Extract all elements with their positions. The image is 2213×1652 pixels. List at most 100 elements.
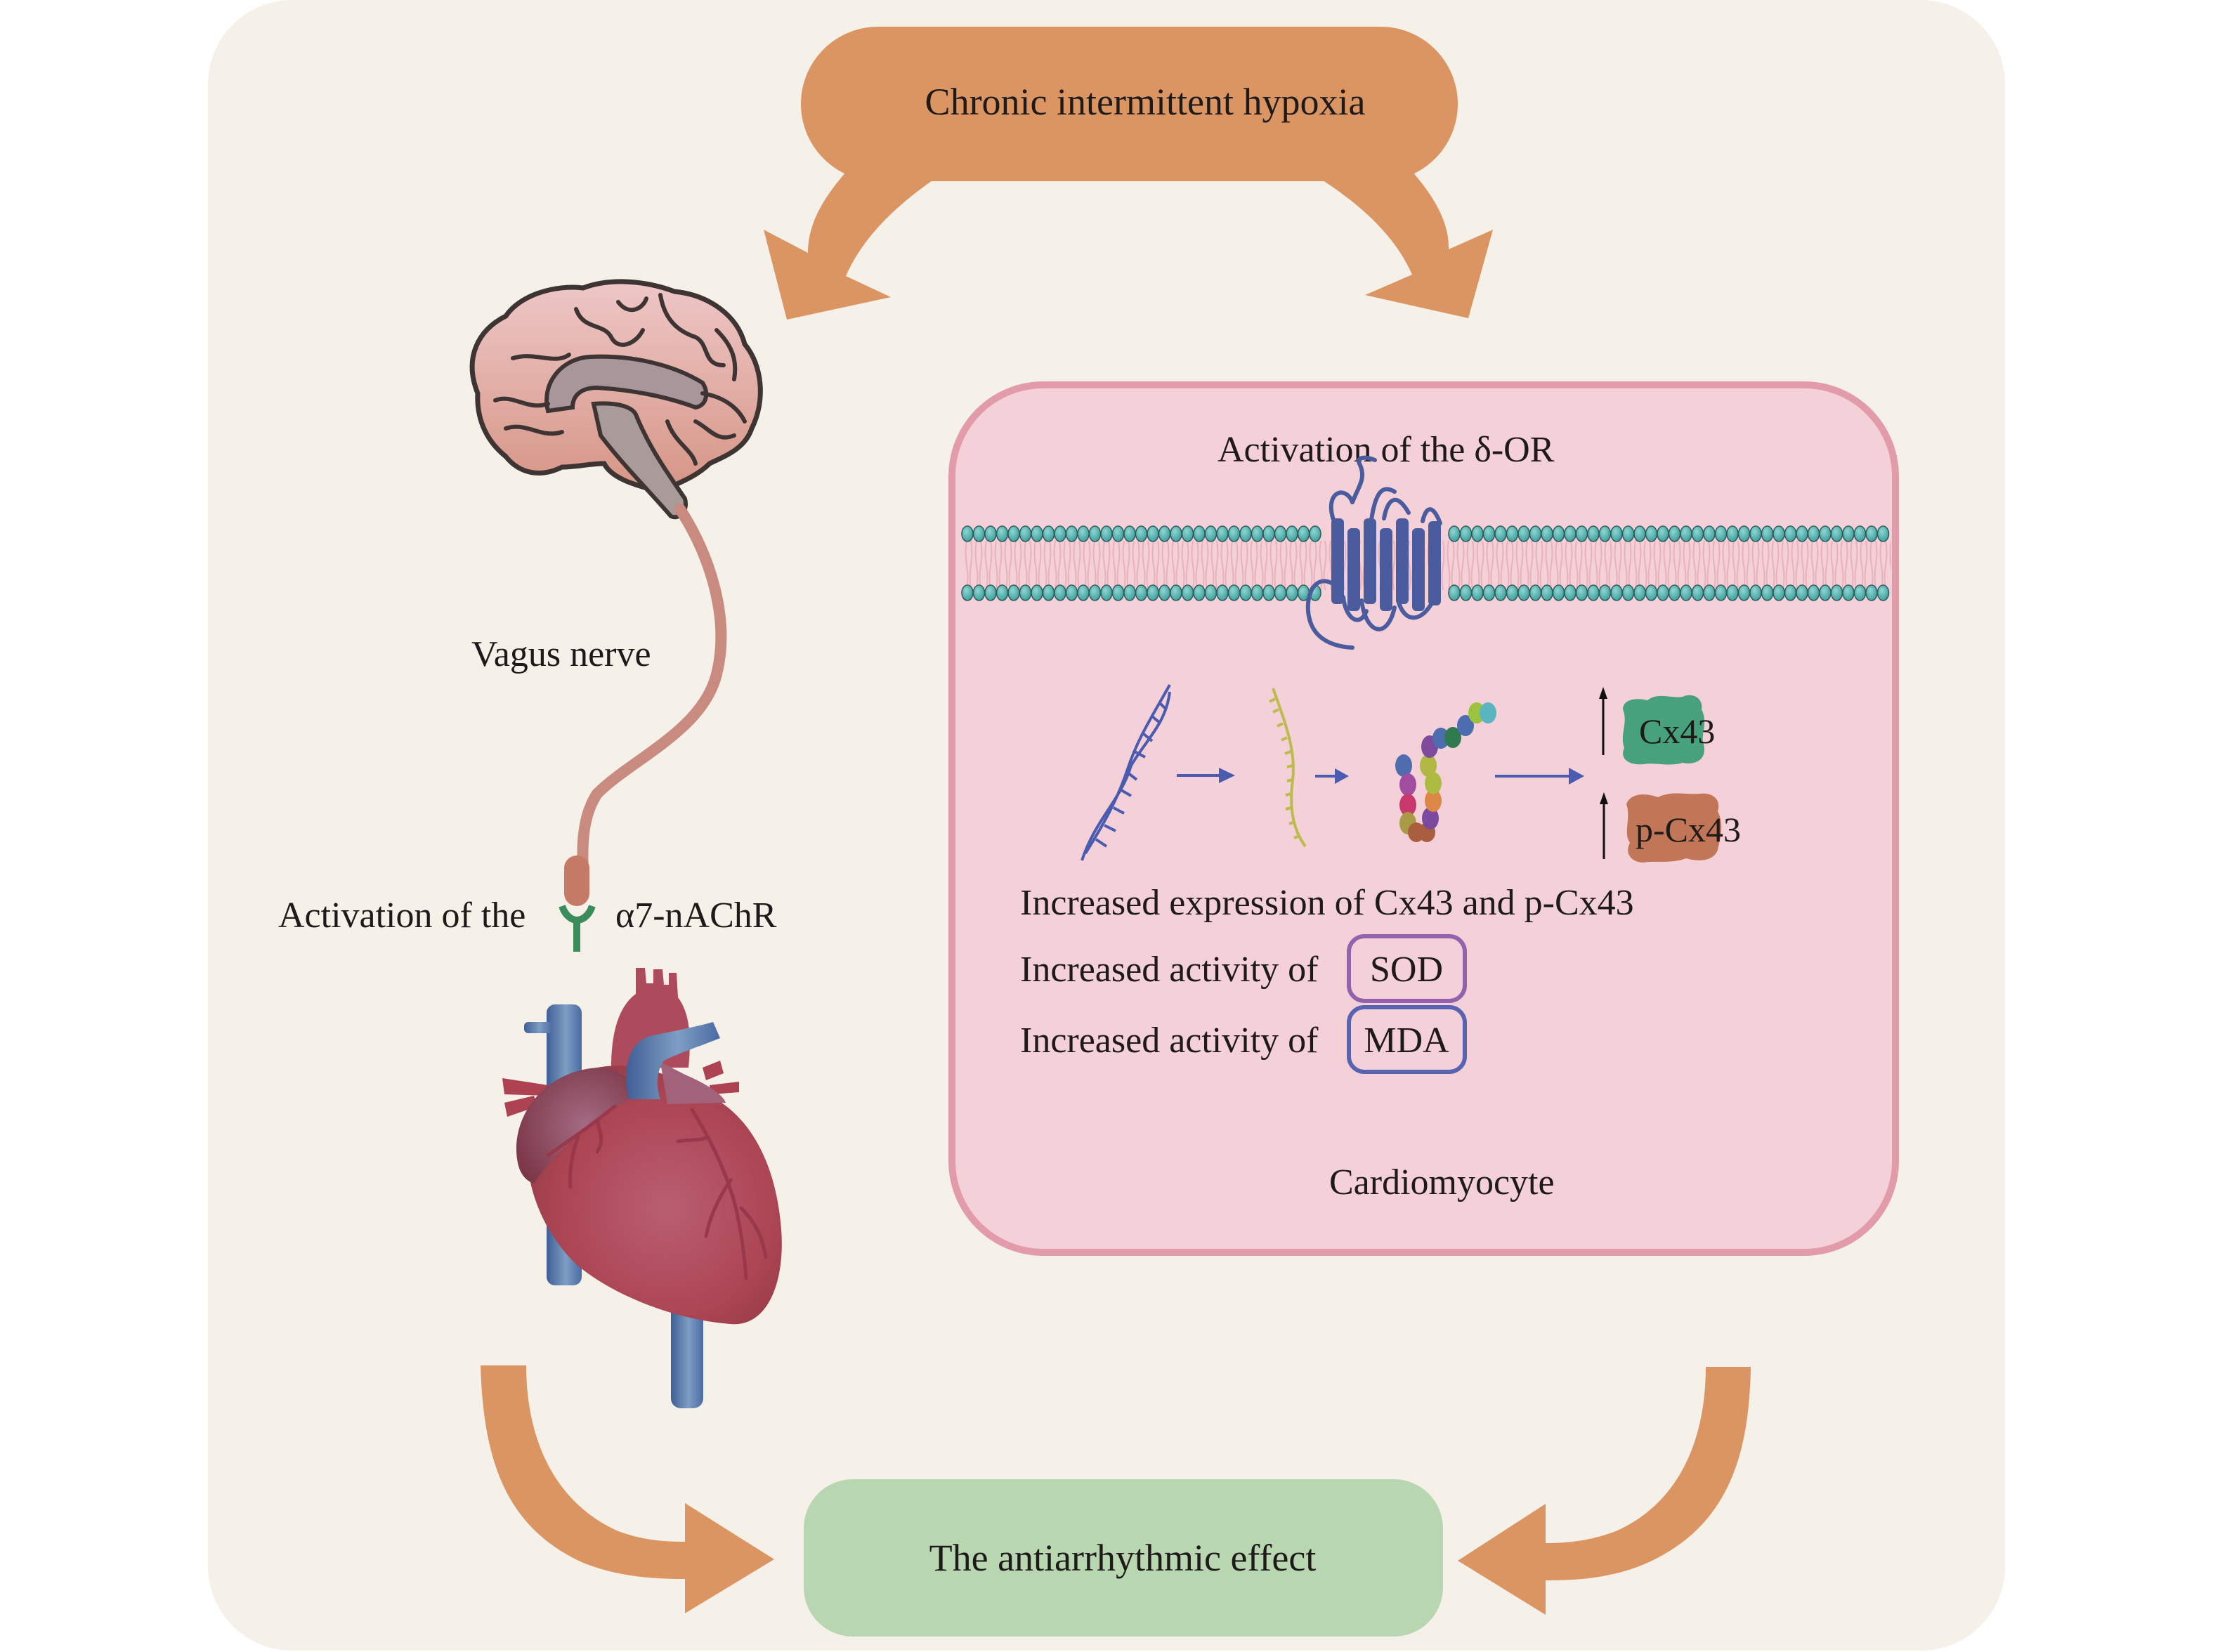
lipid-head	[1459, 525, 1473, 542]
mda-chip	[1347, 1005, 1467, 1074]
lipid-head	[1147, 525, 1159, 542]
heart-right-atrium	[516, 1068, 631, 1184]
up-arrow-pcx43-icon	[1600, 792, 1608, 859]
membrane-heads-inner	[961, 584, 1890, 601]
effects-list: Increased expression of Cx43 and p-Cx43 …	[1020, 883, 1634, 1074]
sod-chip	[1347, 934, 1467, 1003]
lipid-head	[1680, 525, 1692, 542]
lipid-head	[1633, 525, 1646, 542]
brain-gyri	[493, 293, 747, 466]
top-node-box	[801, 27, 1458, 181]
lipid-head	[1054, 584, 1066, 601]
cell-membrane	[961, 525, 1891, 601]
lipid-head	[1239, 525, 1252, 542]
lipid-head	[1598, 525, 1612, 542]
alpha7-receptor-row: Activation of the α7-nAChR	[278, 855, 777, 952]
effect-item-sod-label: Increased activity of	[1020, 950, 1319, 990]
lipid-head	[1807, 525, 1820, 542]
receptor-prefix-label: Activation of the	[278, 896, 525, 936]
lipid-head	[1714, 584, 1728, 601]
lipid-head	[1077, 584, 1090, 601]
up-arrow-cx43-icon	[1599, 687, 1607, 755]
lipid-head	[1181, 525, 1194, 542]
pcx43-label: p-Cx43	[1636, 810, 1741, 849]
lipid-head	[1865, 525, 1878, 542]
lipid-head	[1100, 584, 1113, 601]
lipid-head	[1448, 584, 1461, 601]
lipid-head	[984, 525, 997, 542]
lipid-head	[1448, 525, 1461, 542]
lipid-head	[1297, 525, 1310, 542]
lipid-head	[1876, 584, 1890, 601]
lipid-head	[1031, 525, 1043, 542]
lipid-head	[1204, 525, 1218, 542]
lipid-head	[1703, 525, 1716, 542]
lipid-head	[1726, 584, 1739, 601]
lipid-head	[1575, 525, 1588, 542]
lipid-head	[1193, 525, 1206, 542]
pcx43-protein-blob	[1626, 793, 1722, 863]
lipid-head	[961, 525, 974, 542]
lipid-head	[961, 584, 974, 601]
arrow-top-right	[1321, 162, 1493, 318]
lipid-head	[1657, 525, 1669, 542]
coronary-vessels	[546, 1104, 768, 1280]
lipid-head	[1853, 584, 1867, 601]
lipid-head	[1541, 584, 1553, 601]
lipid-head	[1158, 525, 1171, 542]
lipid-head	[1170, 525, 1182, 542]
lipid-head	[1204, 584, 1218, 601]
top-node-label: Chronic intermittent hypoxia	[925, 81, 1366, 123]
lipid-head	[1691, 525, 1704, 542]
transcription-arrow	[1177, 768, 1235, 783]
dna-helix-icon	[1081, 684, 1171, 861]
vagus-nerve-label: Vagus nerve	[471, 634, 651, 674]
lipid-head	[1830, 525, 1843, 542]
lipid-head	[1773, 525, 1785, 542]
lipid-head	[1517, 584, 1530, 601]
lipid-head	[1227, 584, 1241, 601]
lipid-head	[1564, 525, 1576, 542]
lipid-head	[1830, 584, 1843, 601]
lipid-head	[1587, 525, 1600, 542]
peptide-chain-icon	[1395, 702, 1496, 842]
cardiomyocyte-label: Cardiomyocyte	[1329, 1162, 1555, 1202]
corpus-callosum	[544, 354, 709, 414]
lipid-head	[1749, 584, 1762, 601]
lipid-head	[1065, 525, 1078, 542]
lipid-head	[1691, 584, 1704, 601]
lipid-head	[1842, 584, 1855, 601]
lipid-head	[1494, 525, 1507, 542]
vagus-nerve	[577, 504, 727, 877]
expression-arrow	[1495, 768, 1584, 785]
lipid-head	[1251, 525, 1264, 542]
lipid-head	[1100, 525, 1113, 542]
lipid-head	[1796, 525, 1808, 542]
sod-chip-label: SOD	[1370, 950, 1443, 990]
lipid-head	[1552, 584, 1565, 601]
lipid-head	[1703, 584, 1716, 601]
lipid-head	[1158, 584, 1171, 601]
translation-arrow	[1315, 768, 1349, 784]
receptor-name-label: α7-nAChR	[615, 896, 777, 936]
lipid-head	[1506, 525, 1519, 542]
lipid-head	[1065, 584, 1078, 601]
arrow-top-left	[764, 162, 934, 320]
lipid-head	[1819, 584, 1832, 601]
lipid-head	[1088, 525, 1102, 542]
lipid-head	[1541, 525, 1553, 542]
lipid-head	[1726, 525, 1739, 542]
lipid-head	[1494, 584, 1507, 601]
lipid-head	[1737, 584, 1751, 601]
lipid-head	[1135, 584, 1148, 601]
lipid-head	[1819, 525, 1832, 542]
lipid-head	[1482, 584, 1496, 601]
lipid-head	[1796, 584, 1808, 601]
delta-or-title: Activation of the δ-OR	[1218, 430, 1555, 470]
vein-branch-left	[524, 1022, 552, 1033]
delta-opioid-receptor-icon	[1305, 455, 1442, 650]
lipid-head	[1761, 584, 1774, 601]
lipid-head	[1842, 525, 1855, 542]
outcome-box	[804, 1479, 1443, 1637]
lipid-head	[1239, 584, 1252, 601]
